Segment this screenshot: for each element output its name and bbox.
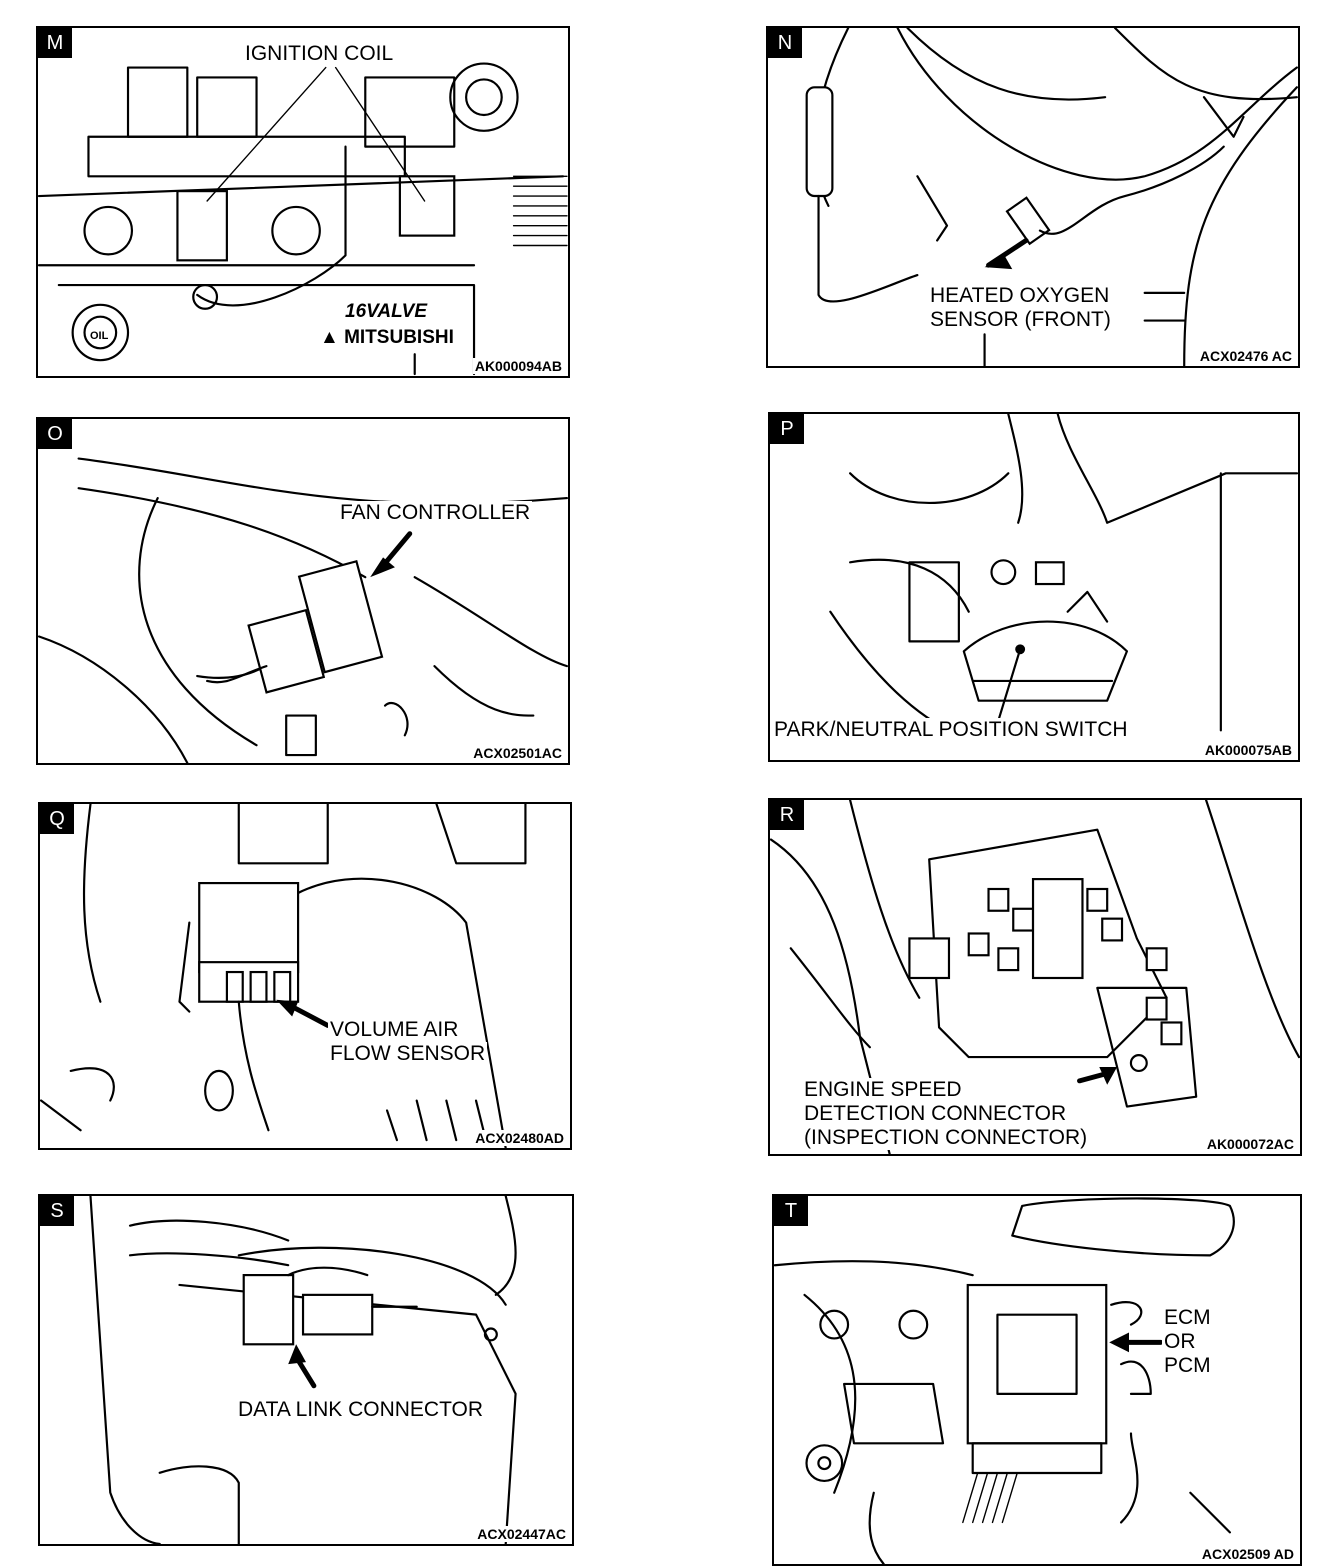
panel-label: N	[768, 28, 802, 58]
panel-label: Q	[40, 804, 74, 834]
oxygen-sensor-illustration	[805, 28, 1298, 366]
figure-number: ACX02509 AD	[1199, 1546, 1296, 1562]
callout-sensor-front: SENSOR (FRONT)	[928, 308, 1113, 332]
callout-data-link-connector: DATA LINK CONNECTOR	[236, 1398, 486, 1422]
ecm-pcm-illustration	[774, 1197, 1235, 1564]
panel-s: S DATA LINK CONNECTOR ACX02447AC	[38, 1194, 574, 1546]
panel-n: N HEATED OXYGEN SENSOR (FRONT) ACX02476 …	[766, 26, 1300, 368]
callout-or: OR	[1162, 1330, 1198, 1354]
callout-park-neutral-switch: PARK/NEUTRAL POSITION SWITCH	[772, 718, 1130, 742]
panel-label: T	[774, 1196, 808, 1226]
callout-volume-air: VOLUME AIR	[328, 1018, 461, 1042]
callout-pcm: PCM	[1162, 1354, 1213, 1378]
oil-cap-label: OIL	[90, 330, 109, 342]
mitsubishi-logo-icon: ▲	[320, 327, 339, 348]
callout-flow-sensor: FLOW SENSOR	[328, 1042, 488, 1066]
figure-number: ACX02476 AC	[1197, 348, 1294, 364]
panel-label: R	[770, 800, 804, 830]
callout-ecm: ECM	[1162, 1306, 1213, 1330]
data-link-connector-illustration	[89, 1196, 517, 1544]
callout-heated-oxygen: HEATED OXYGEN	[928, 284, 1112, 308]
engine-speed-connector-illustration	[770, 800, 1300, 1154]
callout-detection-connector: DETECTION CONNECTOR	[802, 1102, 1069, 1126]
callout-fan-controller: FAN CONTROLLER	[338, 501, 533, 525]
panel-m: M IGNITION COIL 16VALVE ▲ MITSUBISHI OIL…	[36, 26, 570, 378]
figure-number: ACX02480AD	[473, 1130, 566, 1146]
engine-mark-16valve: 16VALVE	[343, 300, 430, 324]
panel-label: M	[38, 28, 72, 58]
figure-number: AK000075AB	[1202, 742, 1294, 758]
ignition-coil-illustration	[38, 62, 568, 376]
panel-r: R ENGINE SPEED DETECTION CONNECTOR (INSP…	[768, 798, 1302, 1156]
callout-engine-speed: ENGINE SPEED	[802, 1078, 964, 1102]
panel-p: P PARK/NEUTRAL POSITION SWITCH AK000075A…	[768, 412, 1300, 762]
figure-number: AK000094AB	[472, 358, 564, 374]
fan-controller-illustration	[38, 457, 568, 763]
engine-mark-mitsubishi-text: MITSUBISHI	[344, 327, 454, 348]
panel-label: O	[38, 419, 72, 449]
panel-o: O FAN CONTROLLER ACX02501AC	[36, 417, 570, 765]
engine-mark-mitsubishi: ▲ MITSUBISHI	[318, 326, 456, 350]
park-neutral-switch-illustration	[829, 414, 1298, 732]
panel-label: P	[770, 414, 804, 444]
volume-air-flow-sensor-illustration	[40, 804, 527, 1148]
figure-number: AK000072AC	[1204, 1136, 1296, 1152]
callout-inspection-connector: (INSPECTION CONNECTOR)	[802, 1126, 1090, 1150]
panel-t: T ECM OR PCM ACX02509 AD	[772, 1194, 1302, 1566]
callout-ignition-coil: IGNITION COIL	[243, 42, 396, 66]
panel-label: S	[40, 1196, 74, 1226]
panel-q: Q VOLUME AIR FLOW SENSOR ACX02480AD	[38, 802, 572, 1150]
figure-number: ACX02447AC	[475, 1526, 568, 1542]
figure-number: ACX02501AC	[471, 745, 564, 761]
